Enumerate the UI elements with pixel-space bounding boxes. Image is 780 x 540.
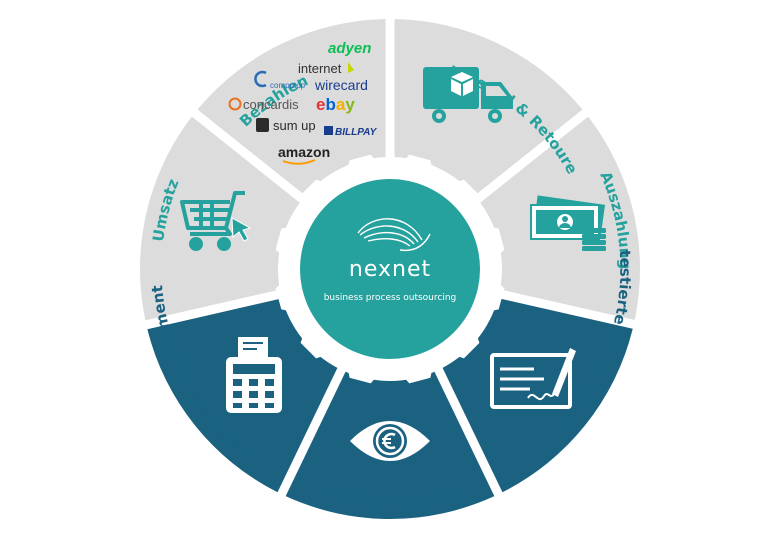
internet-mark-icon <box>348 62 354 73</box>
coin-stack-icon <box>582 228 606 251</box>
hub-brand: nexnet <box>349 257 431 282</box>
hub-circle <box>300 179 480 359</box>
svg-text:computop: computop <box>270 81 306 90</box>
svg-text:amazon: amazon <box>278 144 330 160</box>
eye-euro-icon <box>350 421 430 461</box>
concardis-mark-icon <box>228 97 242 111</box>
shopping-cart-icon <box>180 191 245 251</box>
segment-monatsabschluss <box>442 298 633 493</box>
nexnet-logo-icon <box>357 218 431 252</box>
calculator-receipt-icon <box>226 337 282 413</box>
svg-text:concardis: concardis <box>243 97 299 112</box>
svg-text:sum up: sum up <box>273 118 316 133</box>
logo-adyen: adyen <box>328 40 371 57</box>
money-stack-icon <box>530 195 606 251</box>
logo-concardis: concardis <box>228 97 299 112</box>
logo-computop: computop <box>254 70 306 90</box>
logo-internet: internet <box>298 61 354 76</box>
sumup-mark-icon <box>256 118 269 132</box>
pen-icon <box>552 348 576 397</box>
svg-text:internet: internet <box>298 61 342 76</box>
svg-text:BILLPAY: BILLPAY <box>335 127 378 138</box>
logo-ebay: ebay <box>316 95 355 114</box>
signed-document-icon <box>490 348 576 409</box>
billpay-mark-icon <box>324 126 333 135</box>
segment-bezahlen <box>197 19 386 196</box>
delivery-truck-icon <box>423 67 513 123</box>
cursor-icon <box>231 217 252 242</box>
package-icon <box>451 72 473 96</box>
logo-wirecard: wirecard <box>314 77 368 93</box>
amazon-smile-icon <box>282 159 316 165</box>
computop-mark-icon <box>254 70 267 88</box>
svg-text:ebay: ebay <box>316 95 355 114</box>
hub-tagline: business process outsourcing <box>324 293 457 303</box>
logo-amazon: amazon <box>278 144 330 165</box>
payment-logos: adyen internet computop wirecard concard… <box>228 40 378 165</box>
logo-billpay: BILLPAY <box>324 126 378 138</box>
logo-sumup: sum up <box>256 118 316 133</box>
